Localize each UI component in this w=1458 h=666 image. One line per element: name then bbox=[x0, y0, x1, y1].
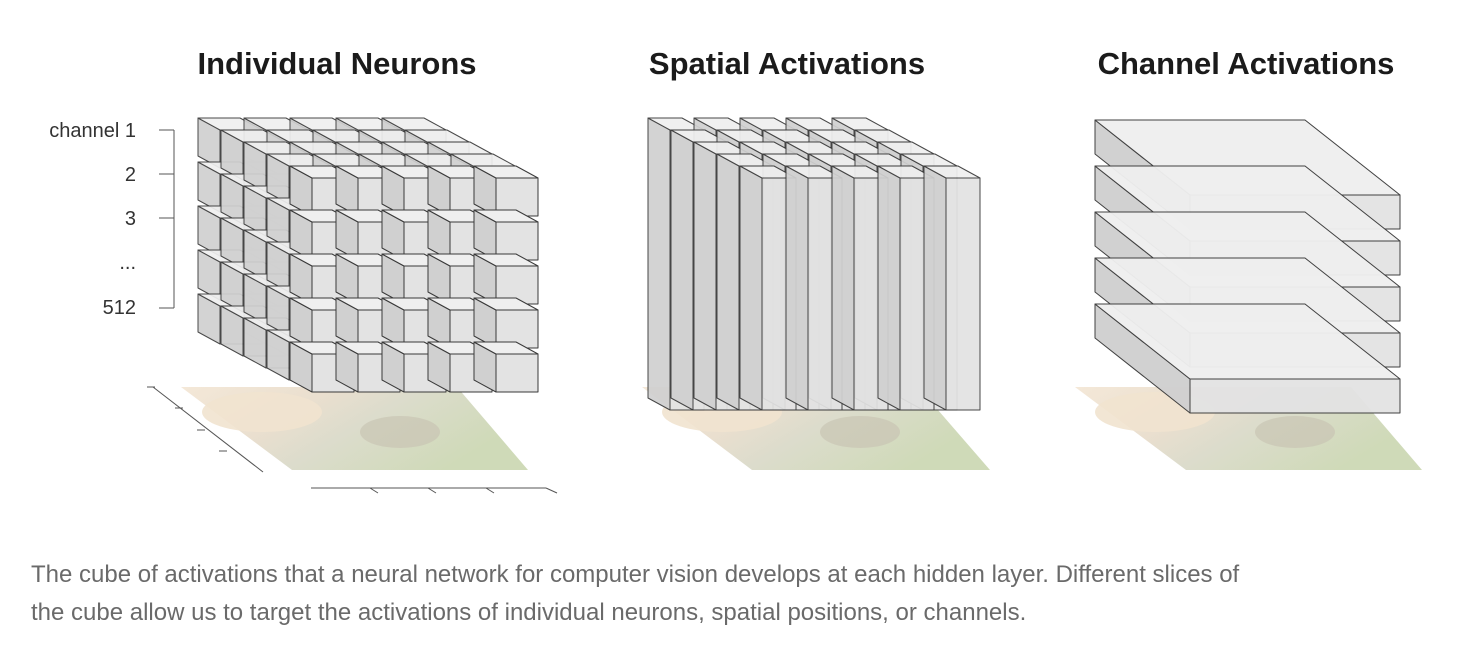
spatial-axis-left bbox=[147, 386, 264, 473]
panel-title-individual-neurons: Individual Neurons bbox=[197, 46, 477, 81]
neuron-cell bbox=[473, 165, 539, 217]
activation-cube-diagram: channel 1 2 3 ... 512 bbox=[49, 117, 1422, 494]
figure-caption: The cube of activations that a neural ne… bbox=[31, 556, 1431, 632]
panel-title-spatial-activations: Spatial Activations bbox=[648, 46, 926, 81]
caption-line-1: The cube of activations that a neural ne… bbox=[31, 561, 1240, 588]
neuron-cell bbox=[473, 341, 539, 393]
neuron-cell bbox=[473, 253, 539, 305]
channel-label-ellipsis: ... bbox=[119, 252, 136, 274]
neuron-cell bbox=[473, 209, 539, 261]
spatial-axis-bottom bbox=[311, 487, 558, 494]
spatial-column bbox=[923, 165, 981, 411]
channel-slab bbox=[1094, 303, 1401, 414]
channel-activations-cube bbox=[1094, 119, 1401, 414]
channel-label-2: 2 bbox=[125, 164, 136, 186]
spatial-activations-cube bbox=[647, 117, 981, 411]
individual-neurons-cube bbox=[197, 117, 539, 393]
neuron-cell bbox=[473, 297, 539, 349]
panel-title-channel-activations: Channel Activations bbox=[1097, 46, 1395, 81]
channel-label-3: 3 bbox=[125, 208, 136, 230]
input-image-plane-1 bbox=[181, 387, 528, 470]
caption-line-2: the cube allow us to target the activati… bbox=[31, 599, 1027, 626]
channel-label-1: channel 1 bbox=[49, 120, 136, 142]
channel-label-512: 512 bbox=[103, 297, 136, 319]
channel-axis: channel 1 2 3 ... 512 bbox=[49, 120, 175, 319]
